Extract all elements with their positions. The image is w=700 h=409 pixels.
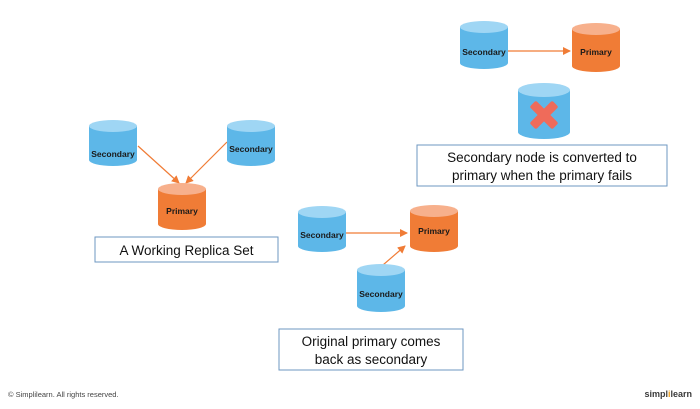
cylinder-body (572, 29, 620, 72)
cylinder-top (357, 264, 405, 276)
primary-node: Primary (158, 183, 206, 230)
cylinder-top (227, 120, 275, 132)
primary-node-new: Primary (572, 23, 620, 72)
original-primary-as-secondary-node: Secondary (357, 264, 405, 312)
cylinder-body (158, 189, 206, 230)
cylinder-body (298, 212, 346, 252)
cylinder-top (460, 21, 508, 33)
primary-label: Primary (166, 206, 198, 216)
caption-box-failover (416, 144, 668, 187)
cylinder-body (410, 211, 458, 252)
cylinder-top (298, 206, 346, 218)
brand-logo-part2: i (668, 389, 671, 399)
caption-failover-line2: primary when the primary fails (452, 168, 632, 183)
secondary-label: Secondary (359, 289, 403, 299)
secondary-node-left: Secondary (89, 120, 137, 166)
caption-failover-line1: Secondary node is converted to (447, 150, 637, 165)
failure-cross-icon (530, 101, 558, 129)
secondary-node-rejoin-top: Secondary (298, 206, 346, 252)
cylinder-top (410, 205, 458, 217)
brand-logo-part3: learn (670, 389, 692, 399)
brand-logo-part1: simpl (644, 389, 668, 399)
cylinder-body (89, 126, 137, 166)
caption-box-rejoin (278, 328, 464, 371)
cylinder-top (89, 120, 137, 132)
failed-primary-node (518, 83, 570, 139)
cylinder-body (460, 27, 508, 69)
cylinder-body (227, 126, 275, 166)
secondary-label: Secondary (91, 149, 135, 159)
primary-node-rejoin: Primary (410, 205, 458, 252)
copyright-text: © Simplilearn. All rights reserved. (8, 390, 119, 399)
failover-group: Secondary Primary Secondary node is conv… (416, 21, 668, 187)
caption-box-working-set (94, 236, 279, 263)
secondary-node-failover: Secondary (460, 21, 508, 69)
caption-working-set: A Working Replica Set (119, 243, 253, 258)
arrow-secondary-left-to-primary (137, 145, 180, 184)
secondary-label: Secondary (462, 47, 506, 57)
cylinder-top (158, 183, 206, 195)
secondary-label: Secondary (300, 230, 344, 240)
cylinder-top (518, 83, 570, 97)
secondary-label: Secondary (229, 144, 273, 154)
caption-rejoin-line1: Original primary comes (302, 334, 441, 349)
arrow-secondary-right-to-primary (185, 141, 228, 184)
cylinder-top (572, 23, 620, 35)
brand-logo: simplilearn (644, 389, 692, 399)
caption-rejoin-line2: back as secondary (315, 352, 428, 367)
working-replica-set-group: Secondary Secondary Primary A Working Re… (89, 120, 279, 263)
secondary-node-right: Secondary (227, 120, 275, 166)
rejoin-group: Secondary Primary Secondary Original pri… (278, 205, 464, 371)
primary-label: Primary (418, 226, 450, 236)
primary-label: Primary (580, 47, 612, 57)
cylinder-body (357, 270, 405, 312)
